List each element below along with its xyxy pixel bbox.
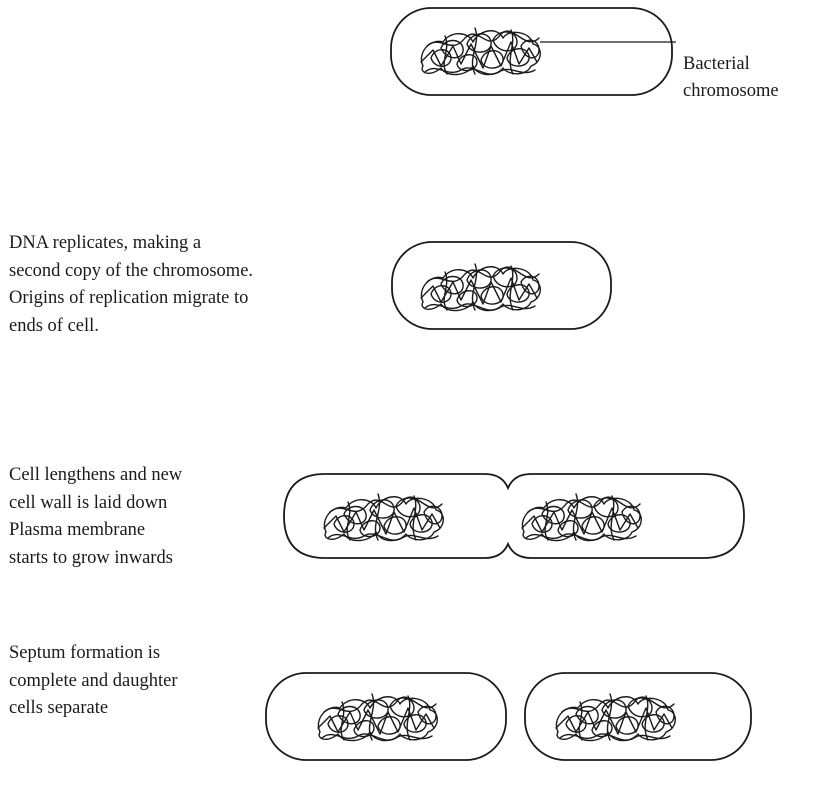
step-caption-replication: DNA replicates, making a second copy of … (9, 233, 254, 336)
step-caption-septum: Septum formation is complete and daughte… (9, 643, 178, 718)
daughter-cell-right (524, 672, 752, 761)
cell-outline (391, 241, 612, 330)
daughter-cell-left (265, 672, 507, 761)
cell-stage-2 (391, 241, 612, 330)
bacterial-chromosome (323, 493, 444, 542)
bacterial-chromosome (521, 493, 642, 542)
bacterial-chromosome (555, 693, 676, 742)
cell-stage-3 (283, 473, 745, 559)
bacterial-chromosome (420, 263, 541, 312)
cell-outline (283, 473, 745, 559)
cell-stage-1 (390, 7, 676, 96)
chromosome-label: Bacterial chromosome (683, 53, 779, 102)
cell-stage-4 (265, 672, 752, 761)
bacterial-chromosome (420, 27, 541, 76)
cell-outline (390, 7, 673, 96)
step-caption-lengthening: Cell lengthens and new cell wall is laid… (9, 465, 183, 568)
bacterial-chromosome (317, 693, 438, 742)
